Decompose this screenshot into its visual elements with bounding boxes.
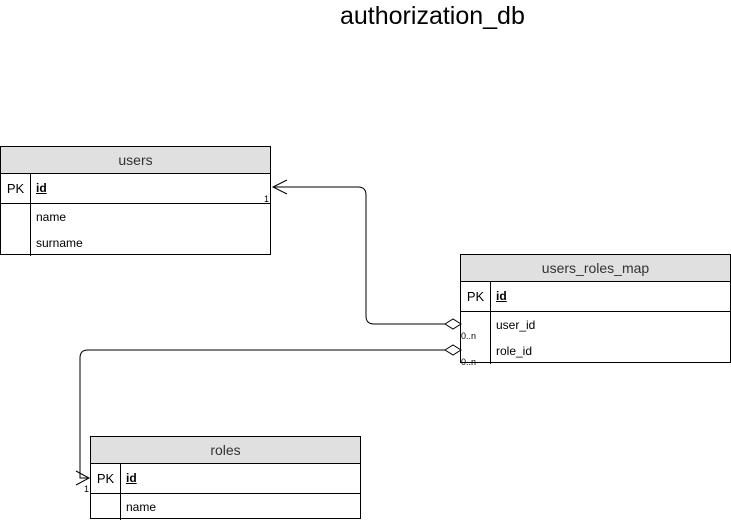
pk-label: PK — [461, 282, 491, 311]
entity-users[interactable]: users PK id name surname — [0, 146, 271, 256]
relation-line-users-map[interactable] — [273, 186, 445, 325]
entity-roles-pk-row: PK id — [91, 464, 360, 494]
pk-field-id: id — [126, 471, 137, 485]
pk-label: PK — [1, 174, 31, 203]
entity-users-pk-row: PK id — [1, 174, 270, 204]
attr-key-column — [1, 204, 31, 256]
field-name: name — [36, 210, 67, 224]
entity-roles[interactable]: roles PK id name — [90, 436, 361, 520]
field-user-id: user_id — [496, 318, 536, 332]
field-role-id: role_id — [496, 344, 533, 358]
cardinality-many-label: 0..n — [461, 357, 476, 367]
cardinality-one-label: 1 — [264, 194, 269, 204]
entity-roles-attributes: name — [91, 494, 360, 520]
field-surname: surname — [36, 236, 83, 250]
relation-line-roles-map[interactable] — [79, 349, 445, 479]
field-name: name — [126, 500, 157, 514]
diagram-title: authorization_db — [340, 2, 525, 30]
cardinality-many-label: 0..n — [461, 331, 476, 341]
attr-key-column — [461, 312, 491, 364]
entity-roles-header: roles — [91, 437, 360, 464]
pk-label: PK — [91, 464, 121, 493]
entity-users-attributes: name surname — [1, 204, 270, 256]
entity-users-roles-map-header: users_roles_map — [461, 255, 730, 282]
cardinality-one-label: 1 — [84, 484, 89, 494]
aggregation-diamond-icon — [444, 344, 462, 356]
entity-users-roles-map-pk-row: PK id — [461, 282, 730, 312]
entity-users-header: users — [1, 147, 270, 174]
entity-users-roles-map[interactable]: users_roles_map PK id user_id role_id — [460, 254, 731, 364]
entity-users-roles-map-attributes: user_id role_id — [461, 312, 730, 364]
attr-key-column — [91, 494, 121, 520]
arrow-open-icon — [75, 470, 91, 486]
pk-field-id: id — [496, 289, 507, 303]
arrow-open-icon — [271, 179, 288, 195]
aggregation-diamond-icon — [444, 318, 462, 330]
pk-field-id: id — [36, 181, 47, 195]
